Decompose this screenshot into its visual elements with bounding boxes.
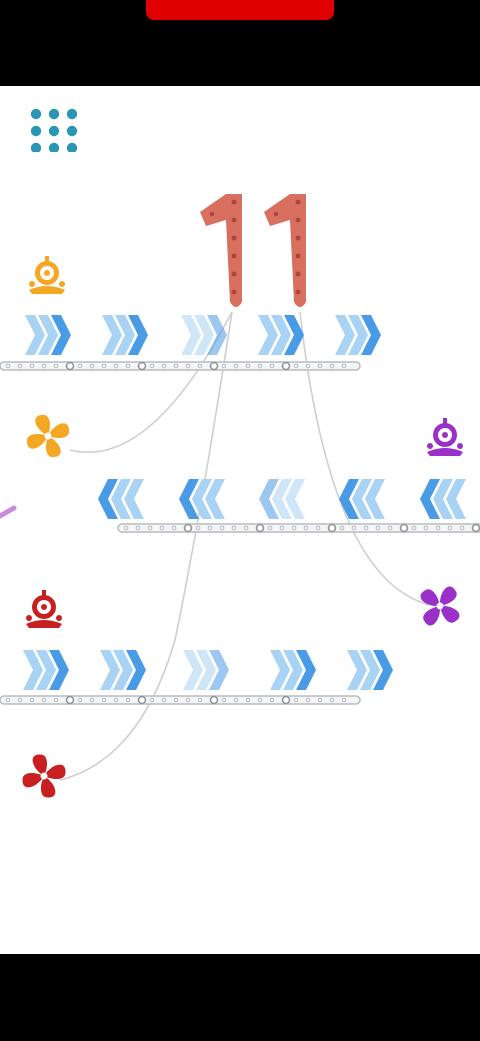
robot-arm [427, 443, 433, 449]
digit-dot [295, 271, 301, 277]
fan-blade [40, 776, 56, 798]
menu-dot [30, 125, 42, 137]
fan-blade [439, 586, 457, 606]
level-number [200, 194, 306, 307]
fan-hub [40, 772, 48, 780]
pinwheel-icon [26, 414, 70, 458]
fan-blade [47, 423, 70, 438]
bottom-black-bar [0, 954, 480, 1041]
digit-dot [295, 253, 301, 259]
grid-dots-icon[interactable] [30, 104, 78, 152]
digit-one [264, 194, 306, 307]
fan-blade [420, 589, 440, 607]
robot-icon [29, 256, 65, 294]
menu-dot [48, 108, 60, 120]
robot-antenna [443, 418, 447, 424]
digit-dot [231, 253, 237, 259]
menu-dot [30, 108, 42, 120]
robot-arm [29, 281, 35, 287]
digit-dot [231, 271, 237, 277]
fan-blade [44, 764, 66, 780]
top-black-bar [0, 0, 480, 86]
digit-dot [231, 235, 237, 241]
robot-eye [442, 432, 448, 438]
digit-one [200, 194, 242, 307]
robot-antenna [45, 256, 49, 262]
digit-dot [295, 199, 301, 205]
menu-dot [66, 108, 78, 120]
robot-icon [26, 590, 62, 628]
menu-dot [30, 142, 42, 152]
robot-base [427, 448, 463, 456]
top-indicator [146, 0, 334, 20]
robot-antenna [42, 590, 46, 596]
robot-icon [427, 418, 463, 456]
menu-dot [48, 142, 60, 152]
fan-blade [46, 435, 61, 458]
pinwheel-icon [22, 754, 66, 798]
robot-arm [59, 281, 65, 287]
menu-dot [48, 125, 60, 137]
robot-arm [56, 615, 62, 621]
fan-blade [32, 754, 48, 776]
digit-dot [231, 199, 237, 205]
digit-dot [295, 289, 301, 295]
robot-arm [26, 615, 32, 621]
digit-dot [295, 235, 301, 241]
fan-hub [436, 602, 444, 610]
robot-base [29, 286, 65, 294]
fan-hub [44, 432, 52, 440]
digit-dot [231, 289, 237, 295]
menu-dot [66, 125, 78, 137]
fan-blade [423, 606, 441, 626]
fan-blade [26, 434, 48, 449]
digit-dot [295, 217, 301, 223]
fan-blade [440, 605, 460, 623]
robot-eye [44, 270, 50, 276]
menu-dot [66, 142, 78, 152]
digit-dot [209, 211, 215, 217]
fan-blade [22, 772, 44, 788]
fan-blade [35, 414, 50, 436]
digit-dot [273, 211, 279, 217]
robot-eye [41, 604, 47, 610]
robot-arm [457, 443, 463, 449]
robot-base [26, 620, 62, 628]
pinwheel-icon [420, 586, 460, 626]
digit-dot [231, 217, 237, 223]
